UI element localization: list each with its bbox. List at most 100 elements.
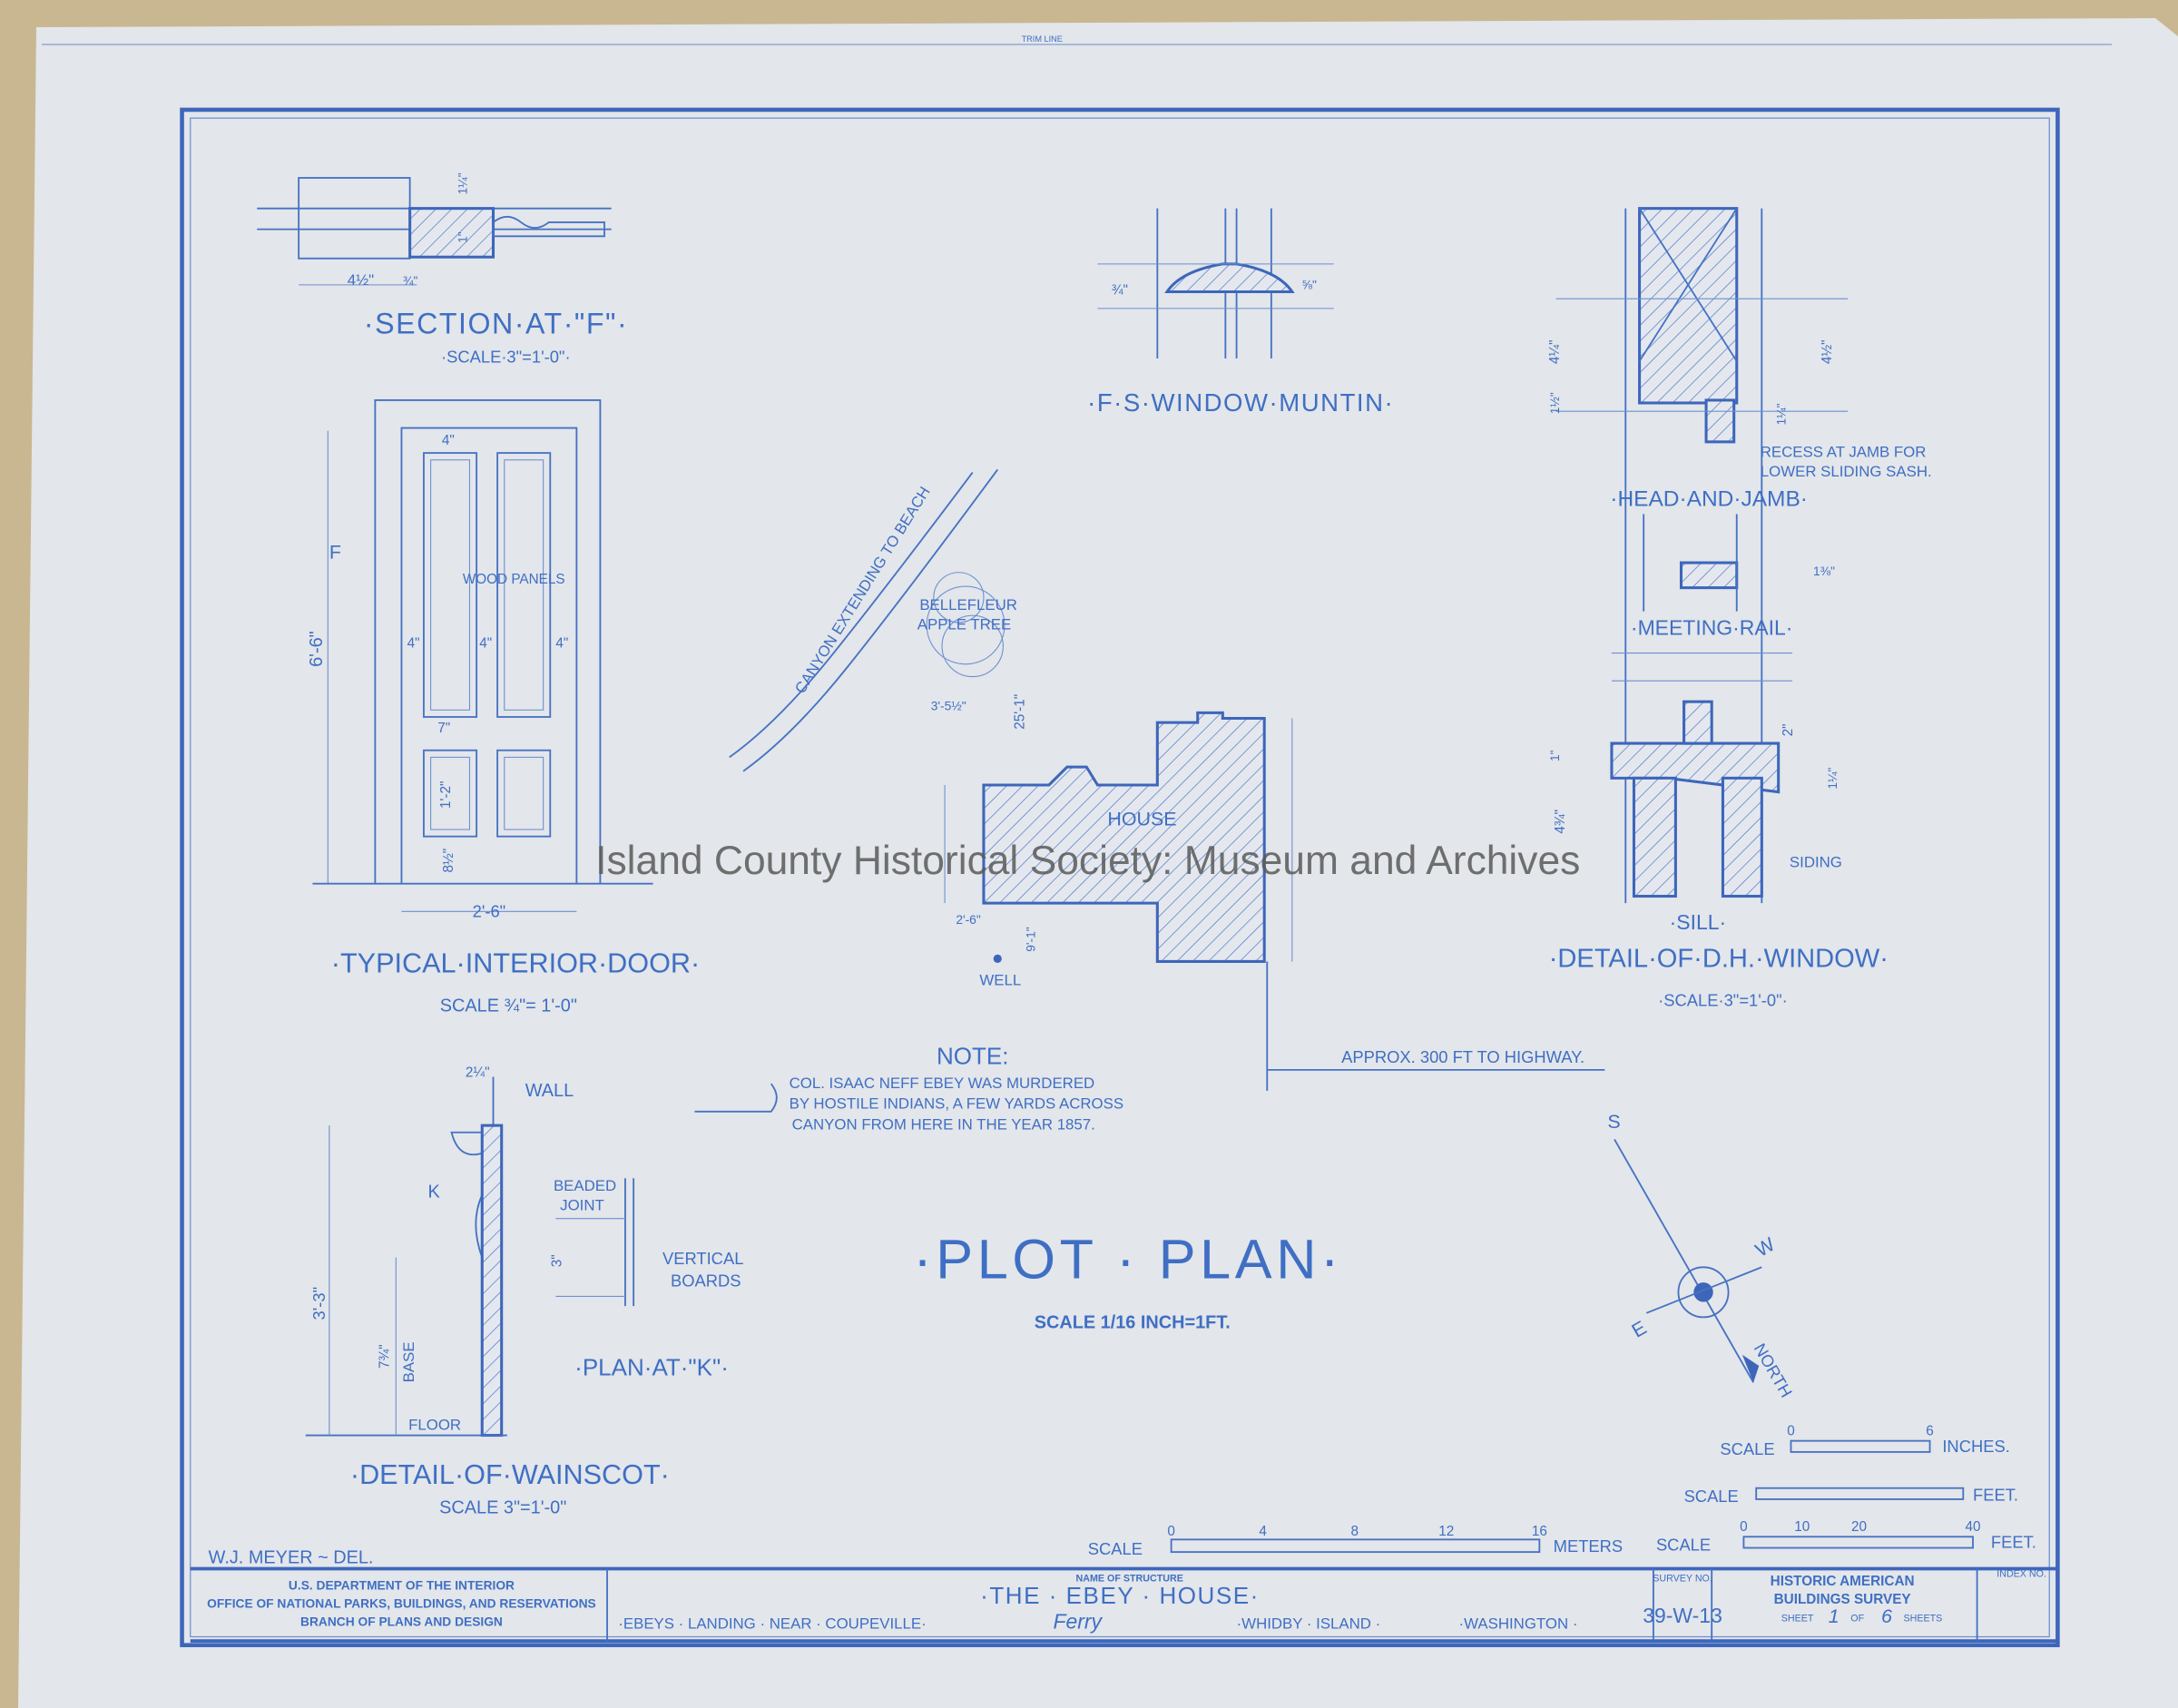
scale-label: SCALE xyxy=(1720,1439,1774,1458)
agency-line-2: OFFICE OF NATIONAL PARKS, BUILDINGS, AND… xyxy=(207,1596,596,1610)
scale-tick: 4 xyxy=(1259,1524,1267,1539)
section-at-f-scale: ·SCALE·3"=1'-0"· xyxy=(441,348,571,367)
head-jamb-title: ·HEAD·AND·JAMB· xyxy=(1610,486,1808,511)
scale-feet-small: SCALE FEET. xyxy=(1684,1485,2018,1506)
section-at-f-drawing: 4½" ¾" 1¼" 1" xyxy=(257,172,612,289)
note-line-2: BY HOSTILE INDIANS, A FEW YARDS ACROSS xyxy=(790,1095,1123,1113)
watermark: Island County Historical Society: Museum… xyxy=(595,839,1580,883)
vertical-boards-2: BOARDS xyxy=(671,1271,741,1291)
scale-tick: 40 xyxy=(1966,1519,1981,1535)
k-mark: K xyxy=(428,1183,441,1202)
siding-label: SIDING xyxy=(1790,853,1842,870)
dim-label: ¾" xyxy=(1112,283,1128,299)
dim-label: 4" xyxy=(407,635,420,651)
habs-line-1: HISTORIC AMERICAN xyxy=(1771,1574,1915,1589)
beaded-joint-2: JOINT xyxy=(560,1197,604,1214)
of-label: OF xyxy=(1850,1614,1864,1625)
index-label: INDEX NO. xyxy=(1996,1569,2046,1580)
scale-meters: SCALE 0 4 8 12 16 METERS xyxy=(1088,1524,1623,1558)
dim-label: 4½" xyxy=(348,271,374,289)
structure-name: ·THE · EBEY · HOUSE· xyxy=(980,1582,1260,1609)
dim-label: 7" xyxy=(437,721,450,736)
scale-label: SCALE xyxy=(1656,1536,1711,1555)
door-scale: SCALE ¾"= 1'-0" xyxy=(440,996,577,1016)
habs-line-2: BUILDINGS SURVEY xyxy=(1774,1592,1911,1607)
scale-tick: 8 xyxy=(1350,1524,1359,1539)
location-2: ·WHIDBY · ISLAND · xyxy=(1237,1615,1381,1632)
scale-tick: 12 xyxy=(1438,1524,1454,1539)
sheet-border xyxy=(180,107,2060,1648)
scale-tick: 0 xyxy=(1787,1424,1795,1439)
beaded-joint-1: BEADED xyxy=(554,1177,616,1194)
note-heading: NOTE: xyxy=(937,1043,1008,1070)
dim-label: 2'-6" xyxy=(956,913,981,927)
dim-label: 1" xyxy=(1548,750,1562,761)
compass-s: S xyxy=(1607,1111,1620,1133)
title-block: U.S. DEPARTMENT OF THE INTERIOR OFFICE O… xyxy=(190,1566,2058,1644)
wainscot-title: ·DETAIL·OF·WAINSCOT· xyxy=(350,1459,670,1490)
door-title: ·TYPICAL·INTERIOR·DOOR· xyxy=(331,948,700,979)
dim-label: 6'-6" xyxy=(307,631,327,667)
tree-label-1: BELLEFLEUR xyxy=(919,596,1017,614)
dim-label: 1¼" xyxy=(456,172,469,194)
highway-label: APPROX. 300 FT TO HIGHWAY. xyxy=(1341,1047,1584,1066)
note-arrow xyxy=(694,1083,778,1113)
dim-label: ⅝" xyxy=(1302,278,1317,291)
scale-unit: FEET. xyxy=(1991,1533,2036,1552)
muntin-title: ·F·S·WINDOW·MUNTIN· xyxy=(1087,388,1394,417)
scale-label: SCALE xyxy=(1088,1539,1143,1558)
dim-label: 1⅜" xyxy=(1813,564,1835,578)
dim-label: 3'-5½" xyxy=(931,699,966,712)
dim-label: 7¾" xyxy=(378,1344,393,1369)
meeting-rail-title: ·MEETING·RAIL· xyxy=(1631,616,1793,640)
scale-tick: 16 xyxy=(1532,1524,1547,1539)
section-mark-f: F xyxy=(329,541,341,563)
scale-unit: INCHES. xyxy=(1942,1437,2009,1456)
scale-label: SCALE xyxy=(1684,1487,1739,1506)
dh-window-title: ·DETAIL·OF·D.H.·WINDOW· xyxy=(1549,945,1889,974)
compass-rose xyxy=(1614,1138,1762,1383)
sheet-total: 6 xyxy=(1881,1605,1892,1627)
trim-line-label: TRIM LINE xyxy=(1022,34,1063,44)
plot-site-drawing: 25'-1" 3'-5½" 2'-6" 9'-1" xyxy=(729,468,1605,1091)
section-at-f-title: ·SECTION·AT·"F"· xyxy=(364,307,628,339)
recess-note-2: LOWER SLIDING SASH. xyxy=(1761,463,1932,480)
dim-label: 1" xyxy=(456,231,469,243)
dim-label: 4" xyxy=(479,635,492,651)
scale-tick: 0 xyxy=(1740,1519,1748,1535)
dim-label: 3'-3" xyxy=(309,1287,329,1320)
dim-label: 3" xyxy=(550,1254,565,1267)
dim-label: 1¼" xyxy=(1774,403,1788,425)
sheet-number: 1 xyxy=(1829,1605,1840,1627)
dh-window-scale: ·SCALE·3"=1'-0"· xyxy=(1658,990,1788,1009)
scale-unit: METERS xyxy=(1554,1536,1624,1556)
dim-label: 1½" xyxy=(1548,392,1562,414)
dim-label: 4¾" xyxy=(1553,810,1568,834)
house-label: HOUSE xyxy=(1107,808,1176,829)
scale-tick: 20 xyxy=(1851,1519,1867,1535)
dim-label: 25'-1" xyxy=(1012,694,1027,730)
dim-label: 2'-6" xyxy=(473,901,506,920)
dim-label: 4" xyxy=(442,433,455,448)
delineator: W.J. MEYER ~ DEL. xyxy=(209,1547,374,1567)
scale-tick: 10 xyxy=(1794,1519,1810,1535)
interior-door-drawing: 6'-6" 2'-6" 4" 4" 4" 4" 7" 1'-2" 8½" F W… xyxy=(307,399,653,920)
scale-tick: 0 xyxy=(1167,1524,1175,1539)
north-arrow-icon xyxy=(1741,1354,1760,1383)
wood-panels-label: WOOD PANELS xyxy=(463,572,565,587)
survey-number: 39-W-13 xyxy=(1643,1604,1722,1627)
dim-label: 4¼" xyxy=(1547,339,1563,364)
plot-plan-scale: SCALE 1/16 INCH=1FT. xyxy=(1035,1313,1231,1333)
note-line-3: CANYON FROM HERE IN THE YEAR 1857. xyxy=(792,1116,1095,1134)
scale-inches: SCALE 0 6 INCHES. xyxy=(1720,1424,2009,1458)
plan-at-k-title: ·PLAN·AT·"K"· xyxy=(574,1354,729,1381)
scale-unit: FEET. xyxy=(1973,1485,2018,1504)
survey-label: SURVEY NO. xyxy=(1653,1573,1712,1584)
floor-label: FLOOR xyxy=(408,1416,461,1433)
window-muntin-drawing: ¾" ⅝" xyxy=(1097,208,1334,358)
dh-window-drawing: 4¼" 4½" 1½" 1¼" 1⅜" 2" 4¾" 1" 1¼" xyxy=(1547,207,1849,904)
wall-label: WALL xyxy=(525,1081,574,1101)
dim-label: 4" xyxy=(555,635,568,651)
dim-label: 2¼" xyxy=(466,1065,490,1081)
